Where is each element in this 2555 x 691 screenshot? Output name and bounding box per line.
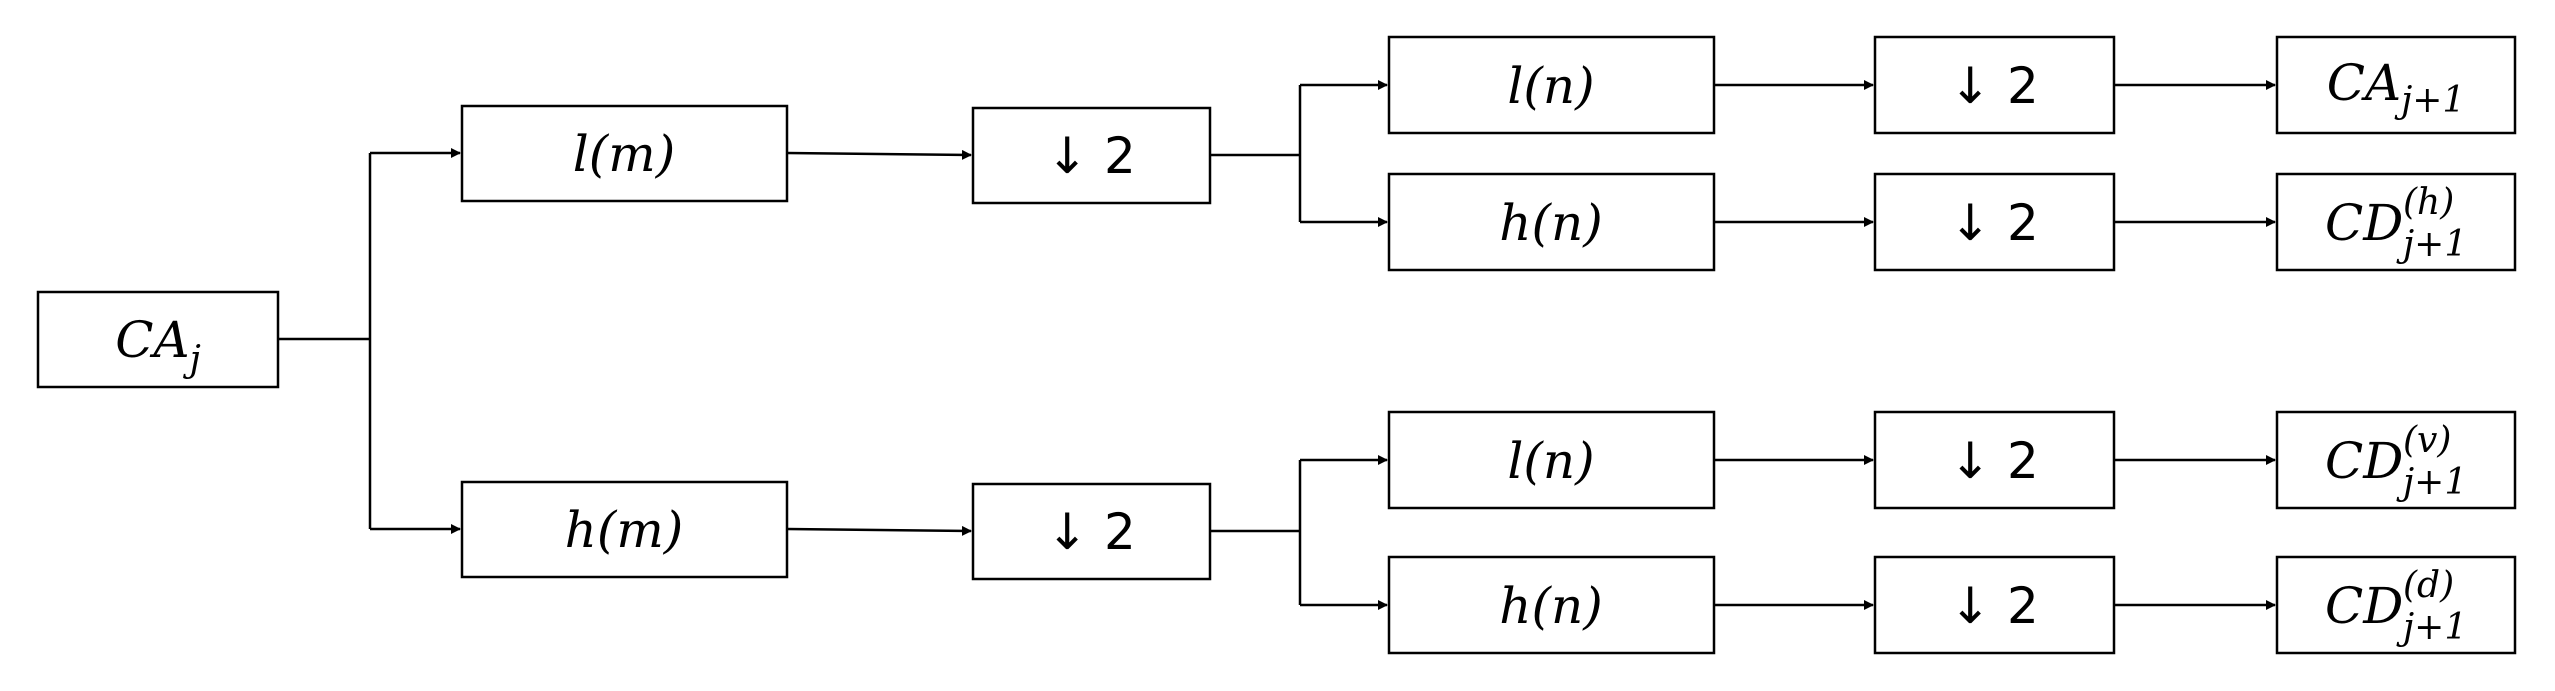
- downsample-bottom-label: ↓ 2: [1046, 503, 1136, 561]
- col-filter-low-bottom: l(n): [1387, 410, 1716, 510]
- wire-hm-down: [786, 525, 972, 536]
- downsample-3: ↓ 2: [1873, 410, 2116, 510]
- col-filter-low-top: l(n): [1387, 35, 1716, 135]
- downsample-bottom: ↓ 2: [971, 482, 1212, 581]
- row-filter-high-label: h(m): [565, 501, 684, 559]
- output-diagonal: CD (d) j+1: [2275, 555, 2517, 655]
- downsample-top-label: ↓ 2: [1046, 127, 1136, 185]
- downsample-2: ↓ 2: [1873, 172, 2116, 272]
- downsample-2-label: ↓ 2: [1949, 194, 2039, 252]
- downsample-1: ↓ 2: [1873, 35, 2116, 135]
- output-diagonal-label: CD: [2325, 577, 2403, 635]
- col-filter-low-bottom-label: l(n): [1507, 432, 1594, 490]
- output-approx: CAj+1: [2275, 35, 2517, 135]
- output-vertical-label: CD: [2325, 432, 2403, 490]
- col-filter-high-top-label: h(n): [1499, 194, 1602, 252]
- output-horizontal-sub: j+1: [2396, 224, 2467, 265]
- output-diagonal-sup: (d): [2403, 565, 2454, 606]
- row-filter-high: h(m): [460, 480, 789, 579]
- output-vertical-sup: (v): [2403, 420, 2451, 461]
- downsample-4: ↓ 2: [1873, 555, 2116, 655]
- wire-lm-down: [786, 149, 972, 160]
- output-horizontal: CD (h) j+1: [2275, 172, 2517, 272]
- downsample-4-label: ↓ 2: [1949, 577, 2039, 635]
- col-filter-high-top: h(n): [1387, 172, 1716, 272]
- downsample-top: ↓ 2: [971, 106, 1212, 205]
- downsample-1-label: ↓ 2: [1949, 57, 2039, 115]
- col-filter-high-bottom: h(n): [1387, 555, 1716, 655]
- output-vertical: CD (v) j+1: [2275, 410, 2517, 510]
- row-filter-low-label: l(m): [573, 125, 675, 183]
- row-filter-low: l(m): [460, 104, 789, 203]
- col-filter-low-top-label: l(n): [1507, 57, 1594, 115]
- output-horizontal-sup: (h): [2403, 182, 2454, 223]
- connectors: [278, 80, 2276, 610]
- output-horizontal-label: CD: [2325, 194, 2403, 252]
- output-vertical-sub: j+1: [2396, 462, 2467, 503]
- input-block: CAj: [36, 290, 280, 389]
- output-diagonal-sub: j+1: [2396, 607, 2467, 648]
- col-filter-high-bottom-label: h(n): [1499, 577, 1602, 635]
- downsample-3-label: ↓ 2: [1949, 432, 2039, 490]
- output-approx-label: CAj+1: [2327, 54, 2466, 121]
